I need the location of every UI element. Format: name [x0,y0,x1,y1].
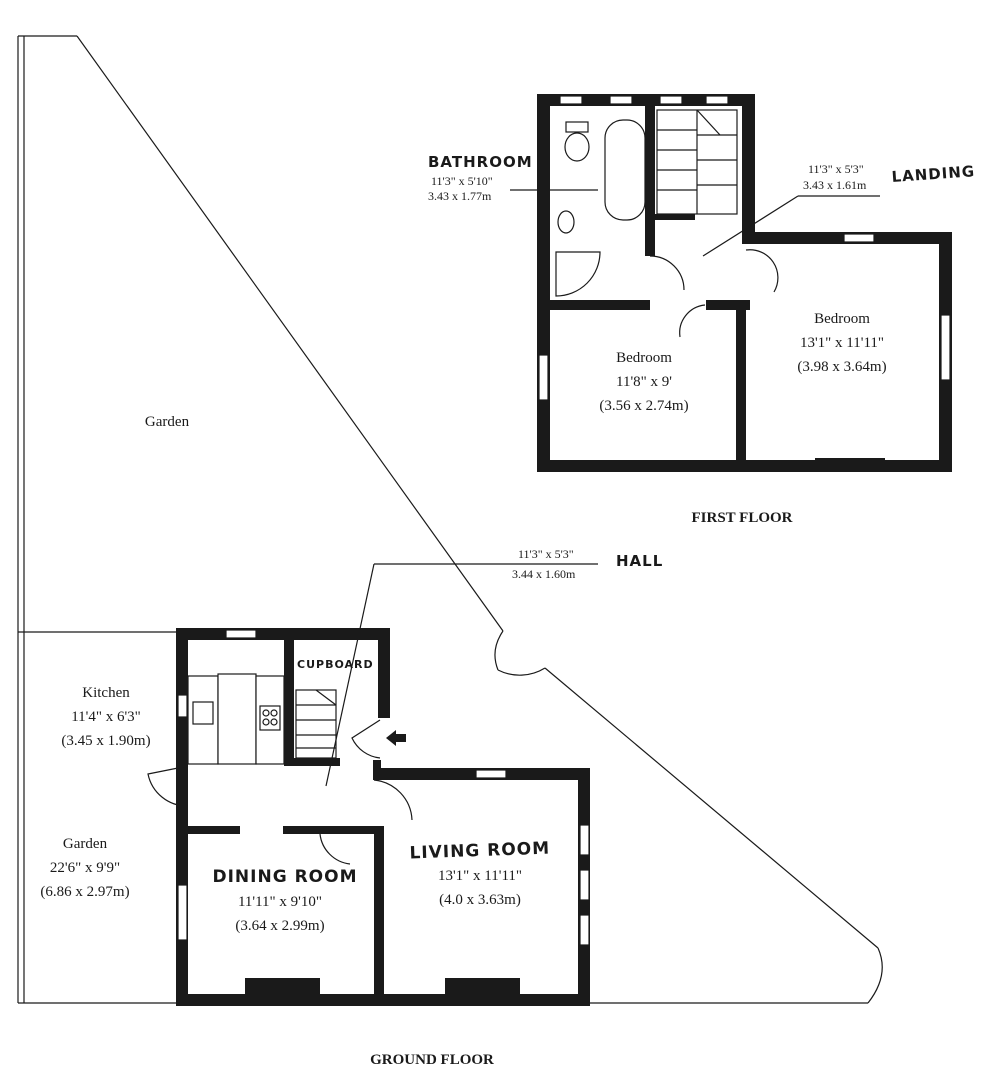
stairs-first-floor [656,109,738,215]
kitchen-name: Kitchen [82,685,130,701]
garden-outline [17,35,883,1004]
landing-dim-imperial: 11'3" x 5'3" [808,162,864,176]
garden-side-name: Garden [63,836,108,852]
bedroom-left-imperial: 11'8" x 9' [616,374,672,390]
bedroom-left-name: Bedroom [616,350,672,366]
hall-dim-metric: 3.44 x 1.60m [512,567,576,581]
stairs-ground-floor [295,689,337,759]
bathroom-dim-imperial: 11'3" x 5'10" [431,174,493,188]
landing-dim-metric: 3.43 x 1.61m [803,178,867,192]
ground-floor-plan [147,563,598,1006]
hall-dim-imperial: 11'3" x 5'3" [518,547,574,561]
kitchen-imperial: 11'4" x 6'3" [71,709,141,725]
bathroom-dim-metric: 3.43 x 1.77m [428,189,492,203]
dining-room-metric: (3.64 x 2.99m) [235,918,324,934]
garden-side-imperial: 22'6" x 9'9" [50,860,120,876]
garden-side-metric: (6.86 x 2.97m) [40,884,129,900]
bedroom-right-metric: (3.98 x 3.64m) [797,359,886,375]
first-floor-title: FIRST FLOOR [692,510,793,526]
bedroom-right-name: Bedroom [814,311,870,327]
cupboard-label: CUPBOARD [297,658,374,671]
living-room-name: LIVING ROOM [409,839,550,864]
bathroom-label: BATHROOM [428,153,533,171]
bedroom-left-metric: (3.56 x 2.74m) [599,398,688,414]
garden-top-label: Garden [145,414,190,430]
ground-floor-title: GROUND FLOOR [370,1052,494,1068]
kitchen-metric: (3.45 x 1.90m) [61,733,150,749]
first-floor-plan [510,94,952,472]
living-room-metric: (4.0 x 3.63m) [439,892,521,908]
dining-room-name: DINING ROOM [213,867,358,887]
dining-room-imperial: 11'11" x 9'10" [238,894,322,910]
living-room-imperial: 13'1" x 11'11" [438,868,522,884]
bedroom-right-imperial: 13'1" x 11'11" [800,335,884,351]
hall-label: HALL [616,552,663,570]
landing-label: LANDING [891,162,976,186]
